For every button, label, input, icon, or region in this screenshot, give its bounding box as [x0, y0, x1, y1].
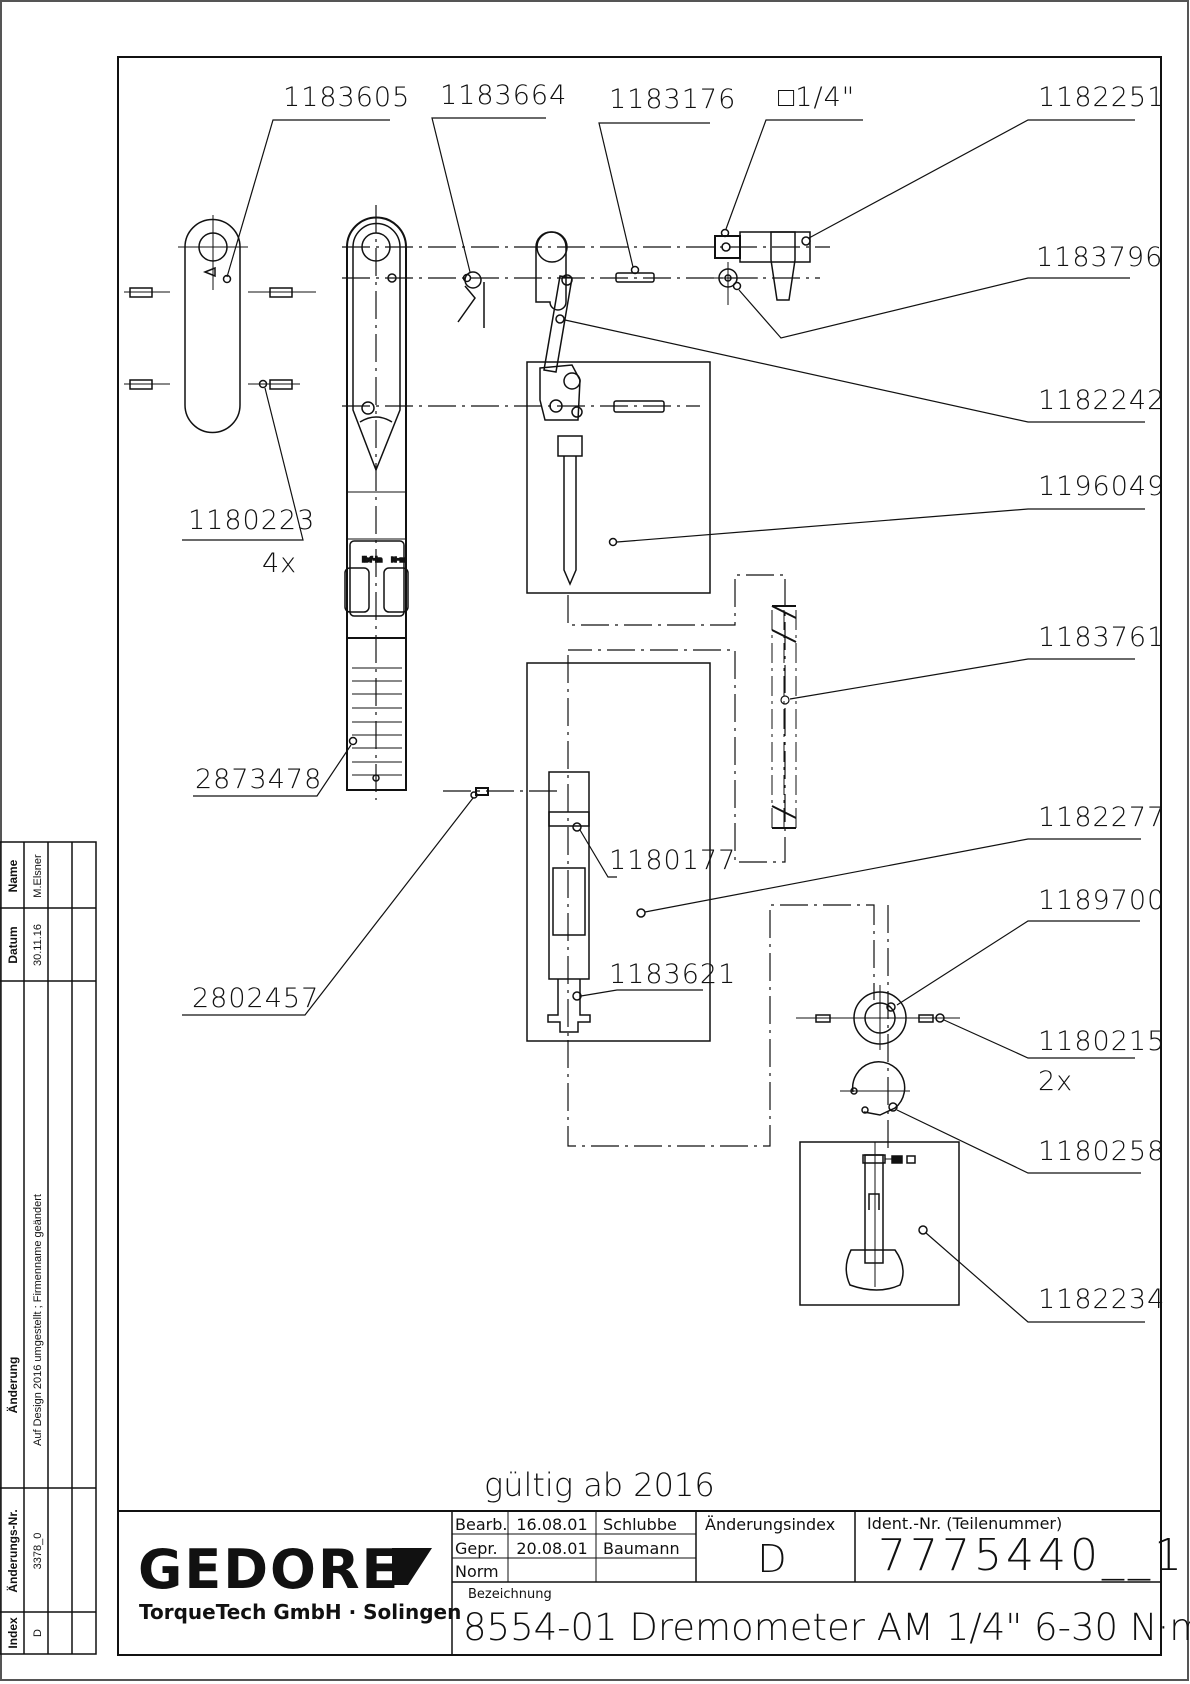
change-index-label: Änderungsindex — [705, 1515, 835, 1534]
label-1183605: 1183605 — [283, 82, 410, 113]
part-2873478-handle — [344, 216, 409, 791]
svg-text:Datum: Datum — [6, 926, 20, 963]
validity-note: gültig ab 2016 — [484, 1466, 715, 1504]
label-2873478: 2873478 — [195, 764, 322, 795]
approval-date-gepr: 20.08.01 — [516, 1539, 587, 1558]
part-1183605-cover-plate — [178, 215, 248, 434]
centerlines — [342, 205, 889, 1150]
logo-wedge-icon — [392, 1548, 432, 1585]
part-1183796-detent — [705, 262, 758, 305]
ident-value: 7775440__1 — [878, 1530, 1186, 1581]
revision-header-change: Änderung — [5, 1357, 20, 1414]
approval-name-gepr: Baumann — [603, 1539, 680, 1558]
label-1182234: 1182234 — [1038, 1284, 1165, 1315]
part-1183664-spring-clip — [457, 271, 485, 328]
label-square-drive: □1/4" — [778, 82, 855, 113]
handle-marking-lbfin: lbf·in — [362, 556, 383, 564]
approval-role-gepr: Gepr. — [455, 1539, 498, 1558]
part-1182234-knob-box — [799, 1141, 960, 1306]
approval-name-bearb: Schlubbe — [603, 1515, 677, 1534]
part-1182277-assembly-box — [526, 662, 711, 1042]
part-1196049-assembly-box — [526, 361, 711, 594]
part-2802457-small-key — [470, 787, 489, 799]
part-1183176-pin — [615, 265, 655, 283]
label-1180215-qty: 2x — [1038, 1066, 1073, 1097]
revision-index-value: D — [32, 1629, 44, 1637]
svg-text:D: D — [32, 1629, 44, 1637]
description-label: Bezeichnung — [468, 1587, 552, 1602]
label-1183761: 1183761 — [1038, 622, 1165, 653]
approval-role-norm: Norm — [455, 1562, 499, 1581]
label-1183176: 1183176 — [609, 84, 736, 115]
ident-label: Ident.-Nr. (Teilenummer) — [867, 1514, 1062, 1533]
revision-name-value: M.Elsner — [32, 854, 44, 898]
svg-text:Name: Name — [6, 859, 20, 892]
description-value: 8554-01 Dremometer AM 1/4" 6-30 N·m — [463, 1606, 1190, 1649]
title-block — [118, 1510, 1161, 1655]
approval-date-bearb: 16.08.01 — [516, 1515, 587, 1534]
label-1180177: 1180177 — [609, 845, 736, 876]
part-1180223-pins — [124, 287, 316, 390]
part-1182251-square-drive — [714, 228, 811, 301]
part-1180258-circlip — [840, 1061, 910, 1116]
company-name: TorqueTech GmbH · Solingen — [139, 1600, 461, 1624]
revision-date-value: 30.11.16 — [32, 924, 44, 966]
label-1183621: 1183621 — [609, 959, 736, 990]
gedore-logo: GEDORE — [138, 1538, 432, 1601]
label-1183796: 1183796 — [1036, 242, 1163, 273]
approval-role-bearb: Bearb. — [455, 1515, 507, 1534]
svg-text:Index: Index — [6, 1617, 20, 1649]
revision-header-index: Index — [6, 1617, 20, 1649]
svg-text:3378_0: 3378_0 — [32, 1533, 44, 1570]
part-1182242-lever — [535, 231, 573, 373]
label-1180215: 1180215 — [1038, 1026, 1165, 1057]
label-1180223: 1180223 — [188, 505, 315, 536]
label-1180258: 1180258 — [1038, 1136, 1165, 1167]
part-1189700-ring — [796, 985, 960, 1050]
svg-text:M.Elsner: M.Elsner — [32, 854, 44, 898]
revision-change-value: Auf Design 2016 umgestellt ; Firmenname … — [32, 1194, 44, 1446]
svg-text:30.11.16: 30.11.16 — [32, 924, 44, 966]
label-1182251: 1182251 — [1038, 82, 1165, 113]
revision-block — [0, 841, 97, 1655]
leader-lines — [182, 117, 1145, 1323]
revision-header-date: Datum — [6, 926, 20, 963]
label-1196049: 1196049 — [1038, 471, 1165, 502]
handle-marking-nm: N·m — [391, 556, 407, 564]
label-1183664: 1183664 — [440, 80, 567, 111]
label-1182242: 1182242 — [1038, 385, 1165, 416]
label-1182277: 1182277 — [1038, 802, 1165, 833]
label-1189700: 1189700 — [1038, 885, 1165, 916]
label-2802457: 2802457 — [192, 983, 319, 1014]
drawing-frame — [117, 56, 1162, 1656]
label-1180223-qty: 4x — [262, 548, 297, 579]
svg-text:Änderungs-Nr.: Änderungs-Nr. — [5, 1509, 20, 1592]
revision-change-no-value: 3378_0 — [32, 1533, 44, 1570]
revision-header-change-no: Änderungs-Nr. — [5, 1509, 20, 1592]
svg-text:Auf Design 2016 umgestellt ; F: Auf Design 2016 umgestellt ; Firmenname … — [32, 1194, 44, 1446]
part-1183761-spring — [771, 605, 797, 830]
svg-text:Änderung: Änderung — [5, 1357, 20, 1414]
logo-text: GEDORE — [138, 1538, 400, 1601]
change-index-value: D — [757, 1537, 786, 1581]
revision-header-name: Name — [6, 859, 20, 892]
